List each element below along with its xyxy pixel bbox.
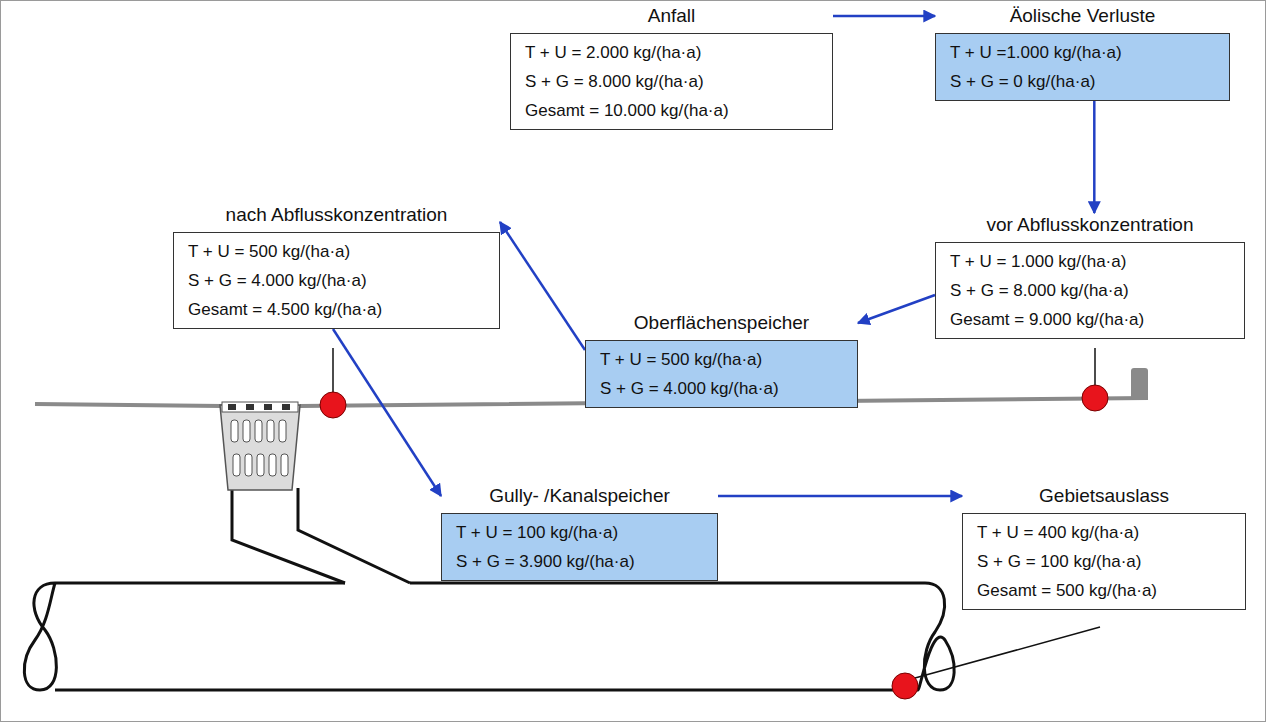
- value-line: S + G = 8.000 kg/(ha·a): [525, 67, 818, 96]
- value-line: Gesamt = 9.000 kg/(ha·a): [950, 305, 1230, 334]
- value-box: T + U = 1.000 kg/(ha·a)S + G = 8.000 kg/…: [935, 242, 1245, 339]
- box-heading: Anfall: [510, 4, 833, 28]
- gully-slot: [279, 420, 286, 442]
- gully-slot: [281, 454, 288, 476]
- storage-box: Gully- /Kanalspeicher T + U = 100 kg/(ha·…: [441, 484, 718, 581]
- value-line: T + U = 500 kg/(ha·a): [600, 345, 843, 374]
- value-box: T + U =1.000 kg/(ha·a)S + G = 0 kg/(ha·a…: [935, 33, 1230, 101]
- value-box: T + U = 2.000 kg/(ha·a)S + G = 8.000 kg/…: [510, 33, 833, 130]
- storage-box: Äolische Verluste T + U =1.000 kg/(ha·a)S…: [935, 4, 1230, 101]
- gully-slot: [231, 420, 238, 442]
- value-line: T + U = 500 kg/(ha·a): [188, 237, 485, 266]
- flow-arrow: [1093, 101, 1096, 213]
- balance-box: Anfall T + U = 2.000 kg/(ha·a)S + G = 8.0…: [510, 4, 833, 130]
- balance-box: Gebietsauslass T + U = 400 kg/(ha·a)S + G…: [962, 484, 1246, 610]
- value-line: S + G = 4.000 kg/(ha·a): [188, 266, 485, 295]
- gully-slot: [233, 454, 240, 476]
- box-heading: Gully- /Kanalspeicher: [441, 484, 718, 508]
- grate-bar: [282, 404, 290, 410]
- value-line: T + U = 400 kg/(ha·a): [977, 518, 1231, 547]
- gully-slot: [257, 454, 264, 476]
- balance-box: nach Abflusskonzentration T + U = 500 kg/…: [173, 203, 500, 329]
- flow-arrow: [833, 15, 935, 18]
- value-line: S + G = 100 kg/(ha·a): [977, 547, 1231, 576]
- box-heading: vor Abflusskonzentration: [935, 213, 1245, 237]
- value-box: T + U = 500 kg/(ha·a)S + G = 4.000 kg/(h…: [173, 232, 500, 329]
- value-line: T + U = 100 kg/(ha·a): [456, 518, 703, 547]
- gully-pipe: [232, 488, 410, 583]
- flow-arrow: [858, 295, 935, 323]
- value-line: T + U =1.000 kg/(ha·a): [950, 38, 1215, 67]
- box-heading: Äolische Verluste: [935, 4, 1230, 28]
- value-line: S + G = 3.900 kg/(ha·a): [456, 547, 703, 576]
- value-box: T + U = 400 kg/(ha·a)S + G = 100 kg/(ha·…: [962, 513, 1246, 610]
- value-line: T + U = 2.000 kg/(ha·a): [525, 38, 818, 67]
- box-heading: Gebietsauslass: [962, 484, 1246, 508]
- value-line: Gesamt = 10.000 kg/(ha·a): [525, 96, 818, 125]
- grate-bar: [264, 404, 272, 410]
- value-box: T + U = 100 kg/(ha·a)S + G = 3.900 kg/(h…: [441, 513, 718, 581]
- storage-box: Oberflächenspeicher T + U = 500 kg/(ha·a)…: [585, 311, 858, 408]
- value-line: Gesamt = 500 kg/(ha·a): [977, 576, 1231, 605]
- box-heading: Oberflächenspeicher: [585, 311, 858, 335]
- value-box: T + U = 500 kg/(ha·a)S + G = 4.000 kg/(h…: [585, 340, 858, 408]
- gully-slot: [267, 420, 274, 442]
- flow-arrow: [718, 495, 962, 498]
- gully-symbol: [220, 402, 300, 490]
- flow-arrow: [500, 222, 585, 350]
- box-heading: nach Abflusskonzentration: [173, 203, 500, 227]
- gully-slot: [245, 454, 252, 476]
- grate-bar: [228, 404, 236, 410]
- gully-slot: [269, 454, 276, 476]
- value-line: S + G = 8.000 kg/(ha·a): [950, 276, 1230, 305]
- value-line: S + G = 4.000 kg/(ha·a): [600, 374, 843, 403]
- gully-slot: [243, 420, 250, 442]
- sewer-pipe: [24, 583, 954, 690]
- gully-slot: [255, 420, 262, 442]
- balance-box: vor Abflusskonzentration T + U = 1.000 kg…: [935, 213, 1245, 339]
- value-line: S + G = 0 kg/(ha·a): [950, 67, 1215, 96]
- flow-arrow: [333, 329, 441, 496]
- value-line: T + U = 1.000 kg/(ha·a): [950, 247, 1230, 276]
- value-line: Gesamt = 4.500 kg/(ha·a): [188, 295, 485, 324]
- grate-bar: [246, 404, 254, 410]
- kerb: [1131, 368, 1148, 400]
